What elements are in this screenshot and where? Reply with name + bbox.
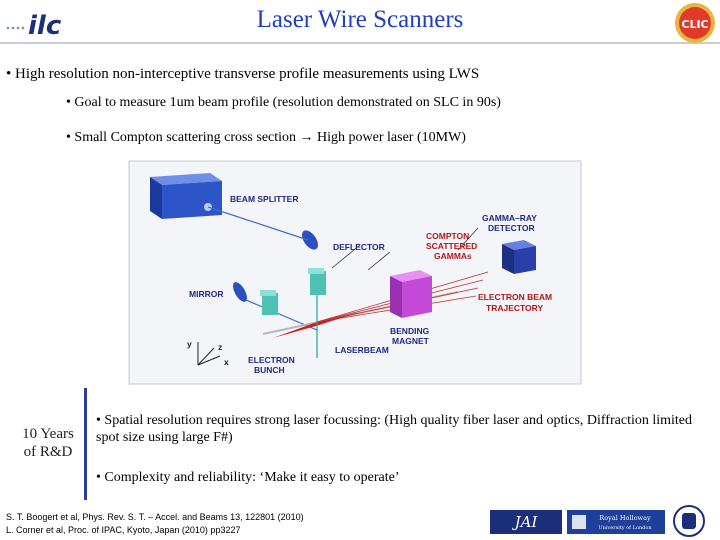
royal-holloway-logo: Royal Holloway University of London (567, 510, 665, 534)
label-axis-z: z (218, 342, 222, 352)
clic-logo: CLIC (675, 3, 715, 43)
crest-shield (682, 513, 696, 529)
side-label: 10 Years of R&D (16, 425, 80, 461)
jai-logo-text: JAI (512, 513, 539, 531)
label-electron-1: ELECTRON (248, 355, 295, 365)
bullet-goal: • Goal to measure 1um beam profile (reso… (66, 95, 501, 110)
gamma-detector-side (514, 246, 536, 274)
title-divider (0, 42, 720, 44)
jai-logo-bg (490, 510, 562, 534)
gamma-detector-top (502, 240, 536, 250)
side-divider (84, 388, 87, 500)
label-electron-2: BUNCH (254, 365, 285, 375)
green-optic-box (308, 268, 324, 274)
side-label-line2: of R&D (23, 444, 73, 460)
clic-inner (679, 7, 711, 39)
label-electron-beam-2: TRAJECTORY (486, 303, 543, 313)
logo-dot (11, 26, 15, 30)
bullet-spatial-resolution: • Spatial resolution requires strong las… (96, 413, 693, 445)
axis-x (197, 355, 221, 366)
laser-box-side (162, 181, 222, 219)
slide-title: Laser Wire Scanners (256, 6, 464, 33)
bullet-lws: • High resolution non-interceptive trans… (6, 66, 480, 82)
laser-path (207, 206, 309, 241)
label-beam-splitter: BEAM SPLITTER (230, 194, 298, 204)
rhul-logo-text-2: University of London (598, 525, 652, 531)
label-compton-2: SCATTERED (426, 241, 477, 251)
logo-dot (16, 26, 20, 30)
label-bending-1: BENDING (390, 326, 430, 336)
side-label-line1: 10 Years (22, 426, 74, 442)
reference-2: L. Corner et al, Proc. of IPAC, Kyoto, J… (6, 525, 241, 535)
label-compton-3: GAMMAs (434, 251, 472, 261)
bullet-compton-result: High power laser (10MW) (313, 130, 466, 145)
bullet-complexity: • Complexity and reliability: ‘Make it e… (96, 470, 400, 485)
ilc-logo-text: ilc (28, 11, 62, 38)
green-optic-box (310, 271, 326, 295)
jai-logo: JAI (490, 510, 562, 534)
label-bending-2: MAGNET (392, 336, 430, 346)
label-deflector: DEFLECTOR (333, 242, 385, 252)
bending-magnet-front (390, 276, 402, 318)
laser-wire-diagram: BEAM SPLITTER DEFLECTOR COMPTON SCATTERE… (128, 160, 582, 385)
bending-magnet-side (402, 276, 432, 318)
laser-box-front (150, 177, 162, 219)
green-optic-box (260, 290, 276, 296)
label-electron-beam-1: ELECTRON BEAM (478, 292, 552, 302)
clic-logo-text: CLIC (681, 18, 708, 31)
laser-box-top (150, 173, 222, 185)
label-compton-1: COMPTON (426, 231, 469, 241)
ilc-logo: ilc (6, 11, 62, 38)
right-arrow-icon: → (299, 130, 314, 145)
logo-dot (6, 26, 10, 30)
label-gamma-2: DETECTOR (488, 223, 535, 233)
bending-magnet-top (390, 270, 432, 282)
reference-1: S. T. Boogert et al, Phys. Rev. S. T. – … (6, 512, 304, 522)
bullet-compton: • Small Compton scattering cross section… (66, 130, 466, 146)
bullet-compton-text: • Small Compton scattering cross section (66, 130, 300, 145)
beam-splitter-optic (302, 230, 318, 250)
logo-dot (21, 26, 25, 30)
label-pointer (367, 251, 391, 271)
green-optic-box (262, 293, 278, 315)
label-gamma-1: GAMMA–RAY (482, 213, 537, 223)
label-pointer (457, 227, 479, 251)
label-pointer (331, 244, 361, 269)
label-axis-x: x (224, 357, 229, 367)
gamma-detector-front (502, 244, 514, 274)
mirror-optic (233, 282, 247, 302)
label-axis-y: y (187, 339, 192, 349)
oxford-crest-logo (673, 505, 705, 537)
rhul-logo-text-1: Royal Holloway (599, 514, 651, 522)
label-mirror: MIRROR (189, 289, 223, 299)
label-laserbeam: LASERBEAM (335, 345, 389, 355)
axis-z (197, 347, 215, 366)
rhul-crest (572, 515, 586, 529)
